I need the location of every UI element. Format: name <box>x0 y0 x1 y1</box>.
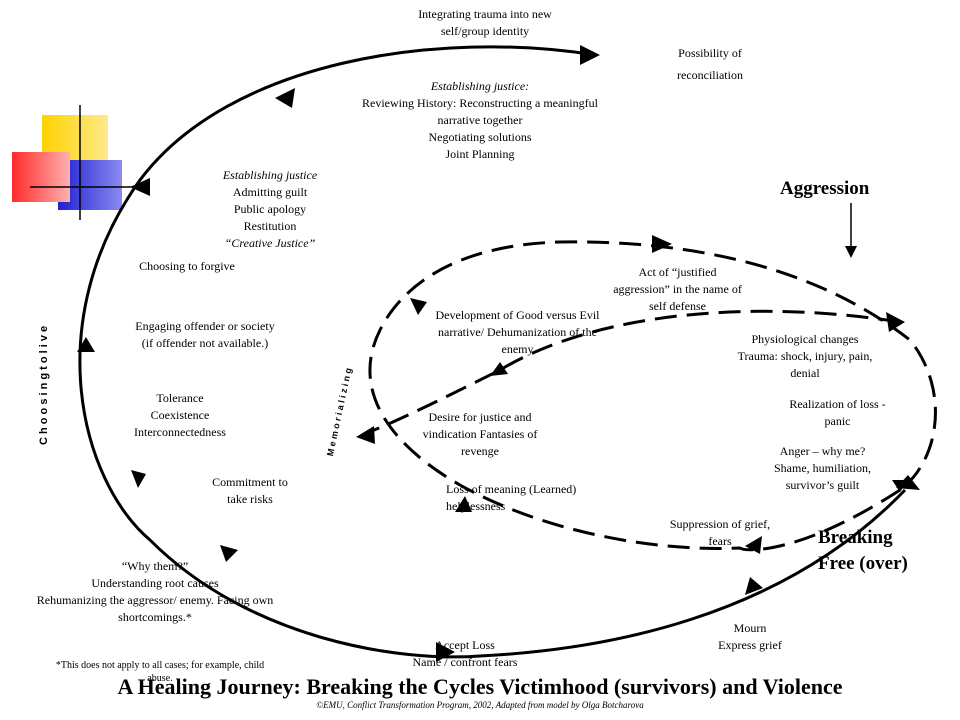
label-establishing-justice-mid: Establishing justice Admitting guilt Pub… <box>222 168 318 250</box>
label-aggression: Aggression <box>780 178 870 199</box>
label-why-them: “Why them?”Understanding root causes Reh… <box>36 559 274 624</box>
label-establishing-justice-top: Establishing justice: Reviewing History:… <box>362 79 598 161</box>
credit-line: ©EMU, Conflict Transformation Program, 2… <box>316 700 644 710</box>
label-realization: Realization of loss -panic <box>789 397 886 428</box>
label-anger: Anger – why me?Shame, humiliation,surviv… <box>774 444 871 492</box>
label-choosing-to-forgive: Choosing to forgive <box>139 259 235 273</box>
diagram-title: A Healing Journey: Breaking the Cycles V… <box>117 674 843 699</box>
memorializing-path <box>361 309 901 437</box>
cycle-arrowheads <box>77 45 920 662</box>
label-suppression: Suppression of grief,fears <box>669 517 771 548</box>
label-engaging-offender: Engaging offender or society(if offender… <box>135 319 275 350</box>
label-loss-of-meaning: Loss of meaning (Learned)helplessness <box>446 482 577 513</box>
inner-cycle-path <box>368 240 937 552</box>
outer-cycle-path <box>78 45 907 659</box>
footnote: *This does not apply to all cases; for e… <box>55 660 265 684</box>
decorative-logo <box>12 105 150 220</box>
aggression-arrow <box>845 203 857 258</box>
label-choosing-to-live: C h o o s i n g t o l i v e <box>38 325 50 445</box>
